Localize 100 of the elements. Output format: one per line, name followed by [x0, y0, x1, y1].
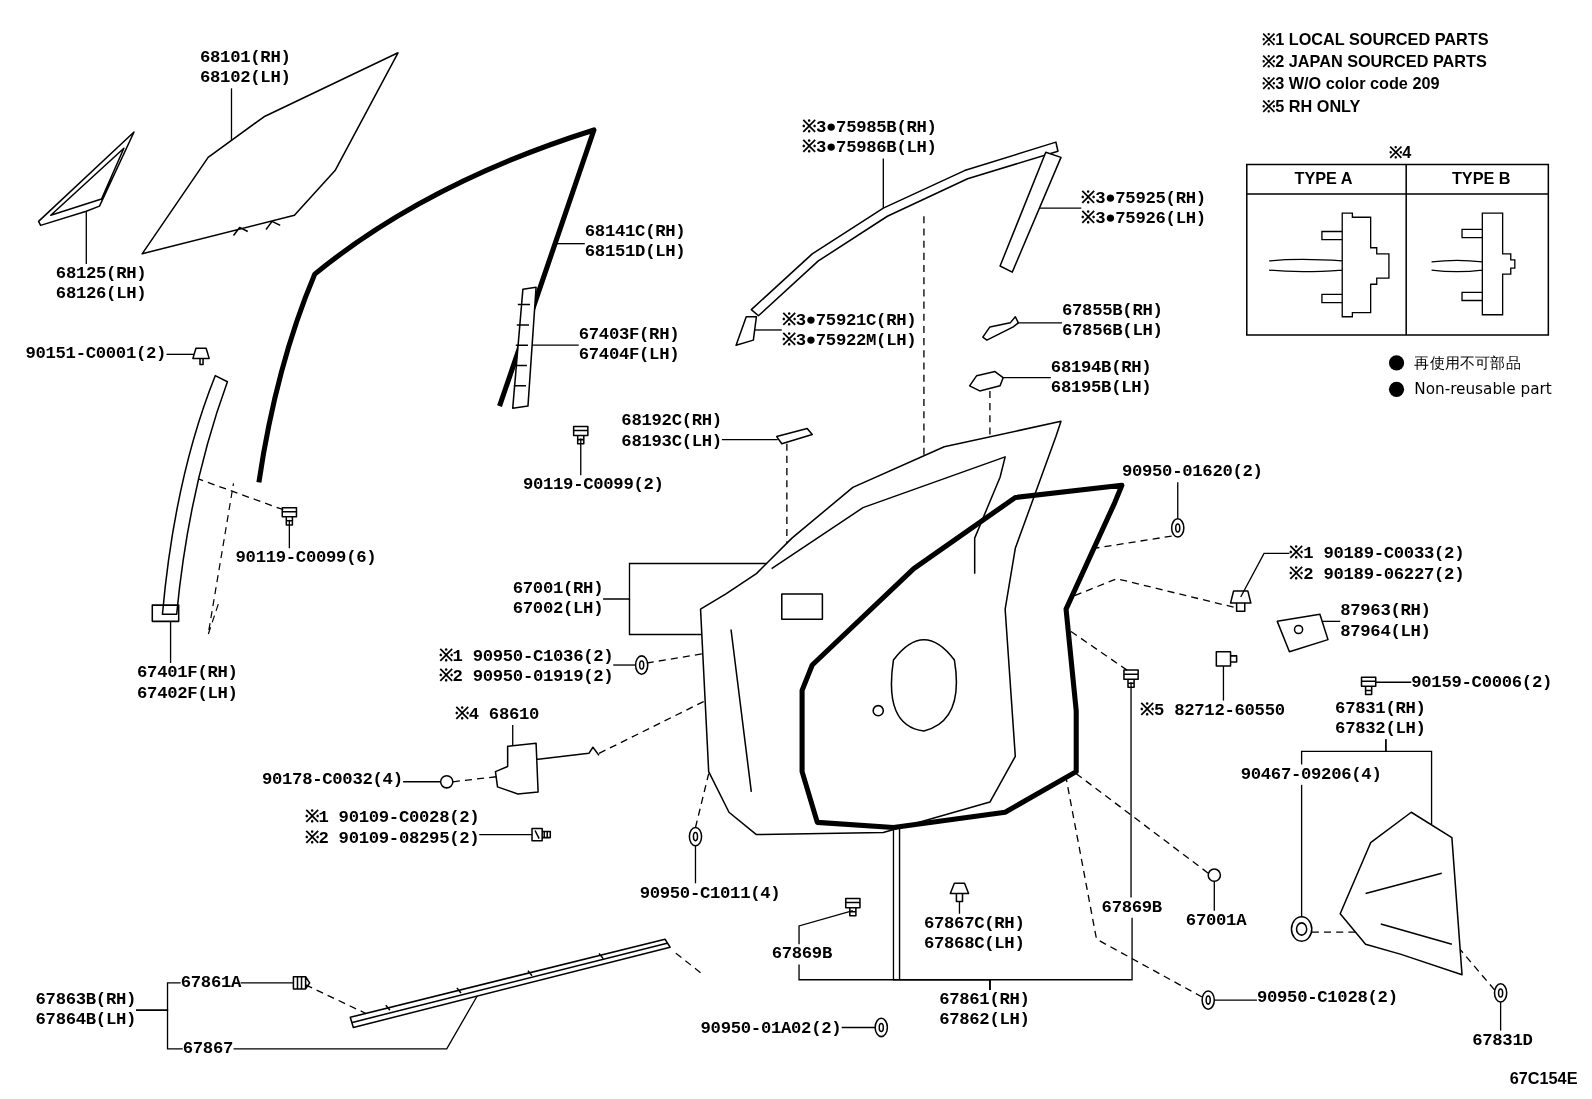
molding-piece-drawing — [735, 316, 758, 346]
part-number: 90178-C0032(4) — [261, 769, 403, 790]
leader-line — [841, 1026, 876, 1029]
part-number: 67861(RH) 67862(LH) — [939, 989, 1030, 1031]
leader-line — [165, 353, 195, 355]
door-lock-drawing — [1276, 613, 1329, 653]
callout-mark: ※4 — [1388, 143, 1412, 164]
assembly-line — [646, 653, 704, 664]
leader-line — [1002, 377, 1052, 379]
leader-line — [230, 87, 233, 141]
legend-text: Non-reusable part — [1414, 378, 1552, 399]
leader-line — [402, 781, 442, 783]
clip-drawing — [1201, 990, 1216, 1010]
assembly-line — [598, 699, 707, 754]
leader-line — [85, 210, 87, 265]
part-number: 67869B — [771, 944, 832, 965]
legend-text: 再使用不可部品 — [1414, 352, 1521, 373]
leader-line — [580, 437, 582, 476]
part-number: 90950-01A02(2) — [700, 1018, 842, 1039]
part-number: 67867 — [182, 1038, 234, 1059]
clip-drawing — [1123, 669, 1139, 689]
drawing-code: 67C154E — [1509, 1069, 1578, 1090]
part-number: 90950-C1011(4) — [639, 883, 781, 904]
assembly-line — [198, 478, 284, 511]
part-number: ※3●75925(RH) ※3●75926(LH) — [1081, 188, 1206, 230]
bolt-drawing — [281, 506, 298, 526]
part-number: 68194B(RH) 68195B(LH) — [1050, 357, 1152, 398]
leader-line — [1499, 1001, 1502, 1032]
part-number: 90159-C0006(2) — [1411, 673, 1552, 694]
part-number: 90151-C0001(2) — [25, 344, 167, 365]
leader-line — [169, 620, 172, 664]
clip-drawing — [1493, 983, 1508, 1003]
leader-line — [882, 157, 884, 209]
clip-drawing — [1290, 916, 1313, 942]
leader-line — [288, 519, 291, 549]
leader-line — [721, 438, 779, 441]
leader-line — [554, 243, 586, 245]
leader-line — [239, 982, 295, 984]
leader-line — [135, 1009, 184, 1050]
connector-part-drawing — [1215, 651, 1238, 667]
clip-drawing — [949, 882, 970, 903]
leader-line — [1039, 207, 1082, 209]
outer-weatherstrip-drawing — [349, 938, 671, 1029]
part-number: ※5 82712-60550 — [1140, 700, 1285, 721]
assembly-line — [1075, 773, 1209, 874]
leader-line — [1321, 620, 1341, 622]
note-text: ※5 RH ONLY — [1262, 96, 1361, 117]
leader-line — [232, 995, 478, 1050]
part-number: 67863B(RH) 67864B(LH) — [35, 989, 137, 1031]
part-number: 90950-01620(2) — [1121, 461, 1263, 483]
bracket-drawing — [982, 316, 1020, 341]
part-number: ※4 68610 — [454, 704, 540, 725]
clip-drawing — [192, 347, 210, 366]
column-header: TYPE B — [1451, 168, 1511, 189]
clip-drawing — [292, 975, 311, 990]
note-text: ※3 W/O color code 209 — [1262, 74, 1440, 95]
part-number: 90119-C0099(6) — [235, 548, 377, 569]
part-number: 87963(RH) 87964(LH) — [1340, 601, 1431, 642]
part-number: 67869B — [1101, 897, 1162, 918]
part-number: 68141C(RH) 68151D(LH) — [584, 221, 686, 262]
screw-drawing — [1360, 676, 1377, 696]
service-cover-drawing — [1339, 811, 1463, 976]
leader-line — [1240, 552, 1291, 598]
part-number: ※1 90950-C1036(2) ※2 90950-01919(2) — [438, 646, 614, 688]
part-number: 68192C(RH) 68193C(LH) — [621, 411, 722, 452]
part-number: 67001(RH) 67002(LH) — [512, 578, 604, 620]
assembly-line — [452, 776, 498, 783]
clip-drawing — [845, 897, 861, 917]
part-number: 67831(RH) 67832(LH) — [1335, 698, 1426, 740]
quarter-glass-drawing — [37, 131, 135, 227]
bolt-drawing — [531, 827, 552, 842]
part-number: 68125(RH) 68126(LH) — [55, 264, 147, 305]
part-number: 67867C(RH) 67868C(LH) — [923, 913, 1025, 955]
leader-line — [1222, 665, 1225, 702]
leader-line — [989, 917, 1133, 991]
part-number: ※1 90189-C0033(2) ※2 90189-06227(2) — [1289, 544, 1465, 585]
part-number: 67001A — [1185, 910, 1247, 932]
assembly-line — [1459, 948, 1496, 991]
part-number: 67861A — [180, 972, 242, 993]
leader-line — [512, 724, 514, 746]
leader-line — [958, 900, 961, 915]
bracket-drawing — [968, 370, 1004, 392]
window-glass-drawing — [141, 52, 399, 255]
assembly-line — [1311, 931, 1357, 933]
leader-line — [1213, 880, 1215, 912]
nut-drawing — [439, 774, 454, 789]
leader-line — [1300, 784, 1303, 918]
assembly-line — [1093, 535, 1173, 549]
bolt-drawing — [1229, 590, 1252, 612]
part-number: ※1 90109-C0028(2) ※2 90109-08295(2) — [304, 808, 480, 849]
part-number: 90950-C1028(2) — [1256, 987, 1398, 1009]
column-header: TYPE A — [1294, 168, 1353, 189]
door-check-drawing — [494, 742, 600, 795]
leader-line — [1213, 999, 1258, 1001]
part-number: 67401F(RH) 67402F(LH) — [137, 663, 238, 704]
note-text: ※1 LOCAL SOURCED PARTS — [1262, 29, 1489, 50]
note-text: ※2 JAPAN SOURCED PARTS — [1262, 51, 1487, 73]
assembly-line — [989, 390, 991, 438]
assembly-line — [786, 443, 788, 544]
clip-drawing — [1170, 518, 1185, 538]
